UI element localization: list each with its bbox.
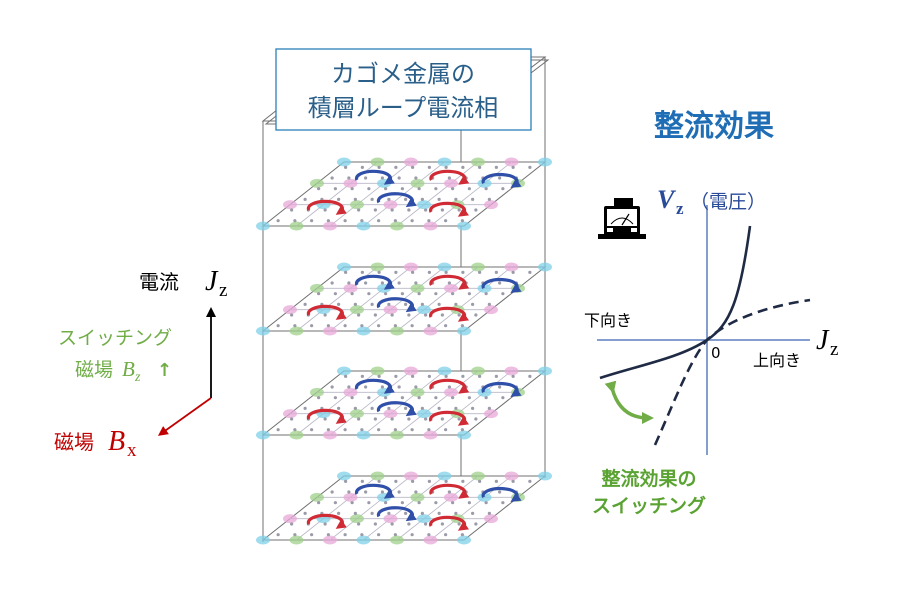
switching-field-symbol: B — [122, 357, 135, 381]
coordinate-axes — [157, 307, 216, 436]
iv-graph — [597, 205, 811, 455]
origin-label: 0 — [711, 344, 721, 362]
switching-field-subscript: z — [134, 370, 141, 385]
kagome-layers — [256, 157, 552, 545]
title-line2: 積層ループ電流相 — [308, 94, 499, 122]
voltage-subscript: z — [676, 199, 684, 218]
voltage-note: （電圧） — [690, 191, 766, 213]
voltmeter-icon — [598, 198, 646, 239]
current-subscript: z — [219, 280, 227, 301]
current-symbol: J — [205, 266, 219, 297]
switching-field-arrow: ↑ — [157, 360, 172, 381]
title-box: カゴメ金属の 積層ループ電流相 — [275, 48, 532, 131]
switching-field-label: 磁場 — [75, 359, 113, 381]
caption-line2: スイッチング — [592, 494, 706, 517]
field-axis-arrow — [157, 397, 212, 436]
current-label: 電流 — [139, 270, 179, 294]
voltage-symbol: V — [657, 185, 677, 214]
upward-label: 上向き — [753, 351, 801, 370]
switching-label: スイッチング — [58, 327, 172, 349]
iv-curve-solid — [599, 225, 752, 380]
graph-current-subscript: z — [830, 339, 838, 360]
iv-curve-dashed — [653, 298, 811, 446]
kagome-layer — [256, 262, 552, 336]
kagome-layer — [256, 157, 552, 231]
title-line1: カゴメ金属の — [331, 60, 475, 88]
switching-arrow — [604, 380, 654, 424]
kagome-layer — [256, 471, 552, 545]
field-subscript: x — [127, 440, 137, 461]
graph-current-symbol: J — [816, 325, 830, 356]
rectification-heading: 整流効果 — [654, 109, 774, 144]
downward-label: 下向き — [584, 311, 632, 330]
caption-line1: 整流効果の — [601, 467, 696, 490]
kagome-layer — [256, 366, 552, 440]
field-symbol: B — [108, 426, 125, 457]
field-label: 磁場 — [54, 430, 94, 454]
